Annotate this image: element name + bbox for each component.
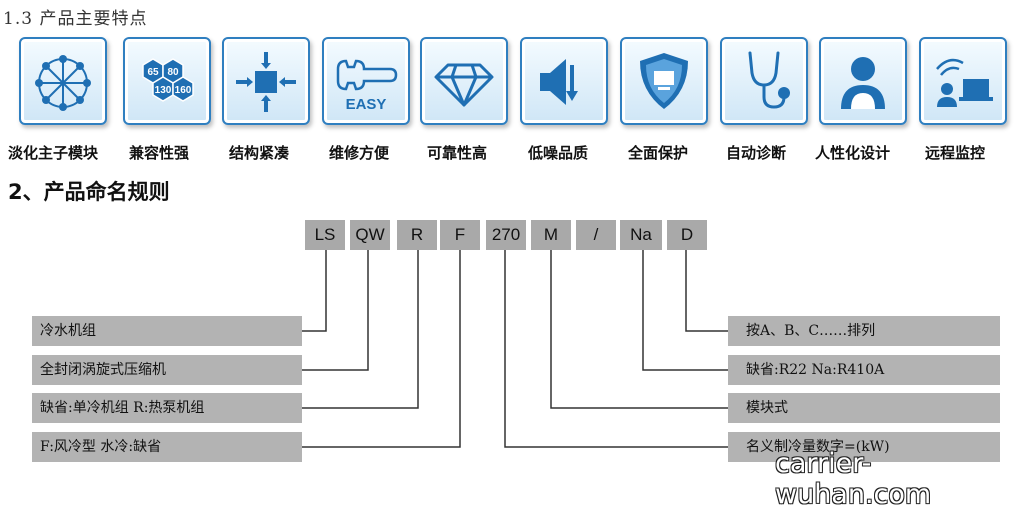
code-box: R xyxy=(397,220,437,250)
feature-label: 低噪品质 xyxy=(528,144,589,162)
description-box: 按A、B、C……排列 xyxy=(728,316,1000,346)
section-2-title: 2、产品命名规则 xyxy=(8,180,170,204)
description-box: 模块式 xyxy=(728,393,1000,423)
watermark: carrier-wuhan.com xyxy=(775,448,932,510)
code-box: / xyxy=(576,220,616,250)
speaker-low-noise-icon xyxy=(520,37,608,125)
code-box: M xyxy=(531,220,571,250)
modular-network-icon xyxy=(19,37,107,125)
description-box: 全封闭涡旋式压缩机 xyxy=(32,355,302,385)
description-box: 冷水机组 xyxy=(32,316,302,346)
code-box: QW xyxy=(350,220,390,250)
feature-label: 兼容性强 xyxy=(129,144,190,162)
code-box: Na xyxy=(620,220,662,250)
diamond-icon xyxy=(420,37,508,125)
description-box: 缺省:R22 Na:R410A xyxy=(728,355,1000,385)
feature-label: 可靠性高 xyxy=(427,144,488,162)
capacity-number: 130 xyxy=(155,85,172,96)
code-box: F xyxy=(440,220,480,250)
compact-arrows-icon xyxy=(222,37,310,125)
capacity-hexagon-icon: 65 80 130 160 xyxy=(123,37,211,125)
code-box: 270 xyxy=(486,220,526,250)
capacity-number: 80 xyxy=(167,67,179,78)
remote-monitor-icon xyxy=(919,37,1007,125)
feature-label: 结构紧凑 xyxy=(229,144,290,162)
feature-label: 全面保护 xyxy=(628,144,689,162)
easy-badge: EASY xyxy=(346,96,387,113)
user-icon xyxy=(819,37,907,125)
feature-label: 自动诊断 xyxy=(726,144,787,162)
feature-label: 远程监控 xyxy=(925,144,986,162)
feature-label: 淡化主子模块 xyxy=(8,144,99,162)
description-box: 名义制冷量数字=(kW) xyxy=(728,432,1000,462)
code-box: LS xyxy=(305,220,345,250)
code-box: D xyxy=(667,220,707,250)
capacity-number: 65 xyxy=(147,67,159,78)
feature-label: 维修方便 xyxy=(329,144,390,162)
description-box: 缺省:单冷机组 R:热泵机组 xyxy=(32,393,302,423)
section-1-title: 1.3 产品主要特点 xyxy=(3,9,148,29)
capacity-number: 160 xyxy=(175,85,192,96)
stethoscope-icon xyxy=(720,37,808,125)
wrench-icon: EASY xyxy=(322,37,410,125)
shield-icon xyxy=(620,37,708,125)
connector-lines xyxy=(302,250,728,448)
description-box: F:风冷型 水冷:缺省 xyxy=(32,432,302,462)
feature-label: 人性化设计 xyxy=(815,144,891,162)
